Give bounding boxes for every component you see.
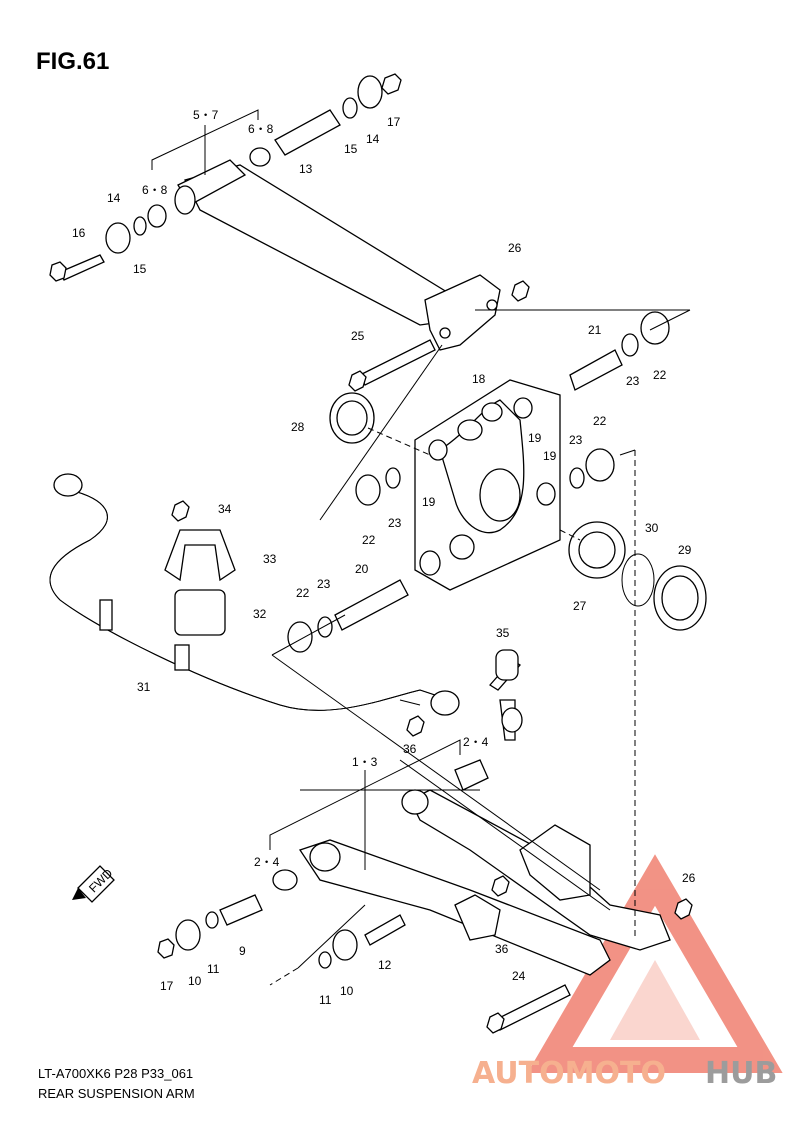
lower-arm [157, 759, 693, 1034]
callout-label: 22 [593, 414, 607, 428]
figure-name: REAR SUSPENSION ARM [38, 1086, 195, 1101]
bearing-parts [329, 392, 707, 631]
callout-label: 22 [653, 368, 667, 382]
callout-label: 5・7 [193, 108, 219, 122]
callout-label: 36 [403, 742, 417, 756]
callout-label: 20 [355, 562, 369, 576]
callout-label: 29 [678, 543, 692, 557]
callout-label: 14 [366, 132, 380, 146]
callout-label: 36 [495, 942, 509, 956]
callout-label: 6・8 [248, 122, 274, 136]
upper-arm [174, 159, 501, 351]
figure-code: LT-A700XK6 P28 P33_061 [38, 1066, 194, 1081]
figure-title: FIG.61 [36, 48, 110, 75]
callout-label: 22 [296, 586, 310, 600]
fwd-arrow: FWD [72, 865, 116, 903]
callout-label: 11 [319, 993, 332, 1007]
callout-label: 33 [263, 552, 277, 566]
callout-label: 32 [253, 607, 267, 621]
callout-label: 23 [317, 577, 331, 591]
callout-label: 19 [543, 449, 557, 463]
callout-label: 2・4 [463, 735, 489, 749]
callout-label: 24 [512, 969, 526, 983]
top-bushings [49, 73, 402, 282]
callout-label: 31 [137, 680, 151, 694]
watermark-text-main: AUTOMOTO [472, 1056, 666, 1091]
callout-label: 17 [387, 115, 401, 129]
callout-label: 22 [362, 533, 376, 547]
watermark-text-hub: HUB [705, 1056, 777, 1091]
watermark-text: AUTOMOTO HUB [472, 1056, 777, 1091]
callout-label: 10 [340, 984, 354, 998]
callout-label: 15 [344, 142, 358, 156]
callout-label: 15 [133, 262, 147, 276]
callout-label: 25 [351, 329, 365, 343]
stabilizer-bar [49, 473, 460, 716]
callout-label: 23 [388, 516, 402, 530]
knuckle [414, 379, 561, 591]
leader-lines [151, 109, 691, 986]
callout-label: 19 [422, 495, 436, 509]
watermark-logo [527, 854, 783, 1073]
callout-label: 28 [291, 420, 305, 434]
callout-label: 9 [239, 944, 246, 958]
callout-label: 17 [160, 979, 174, 993]
callout-label: 34 [218, 502, 232, 516]
callout-label: 19 [528, 431, 542, 445]
callout-label: 23 [626, 374, 640, 388]
callout-label: 27 [573, 599, 587, 613]
misc-parts [287, 280, 670, 653]
callout-label: 14 [107, 191, 121, 205]
callout-label: 12 [378, 958, 392, 972]
callout-label: 11 [207, 962, 220, 976]
link-rod [406, 649, 523, 741]
callout-label: 30 [645, 521, 659, 535]
callout-label: 10 [188, 974, 202, 988]
callout-label: 21 [588, 323, 602, 337]
callout-label: 13 [299, 162, 313, 176]
callout-label: 2・4 [254, 855, 280, 869]
callout-labels: 5・7 6・8 17 14 15 13 6・8 14 16 15 26 25 2… [72, 108, 696, 1007]
callout-label: 35 [496, 626, 510, 640]
callout-label: 6・8 [142, 183, 168, 197]
callout-label: 18 [472, 372, 486, 386]
callout-label: 23 [569, 433, 583, 447]
callout-label: 1・3 [352, 755, 378, 769]
callout-label: 16 [72, 226, 86, 240]
callout-label: 26 [682, 871, 696, 885]
callout-label: 26 [508, 241, 522, 255]
